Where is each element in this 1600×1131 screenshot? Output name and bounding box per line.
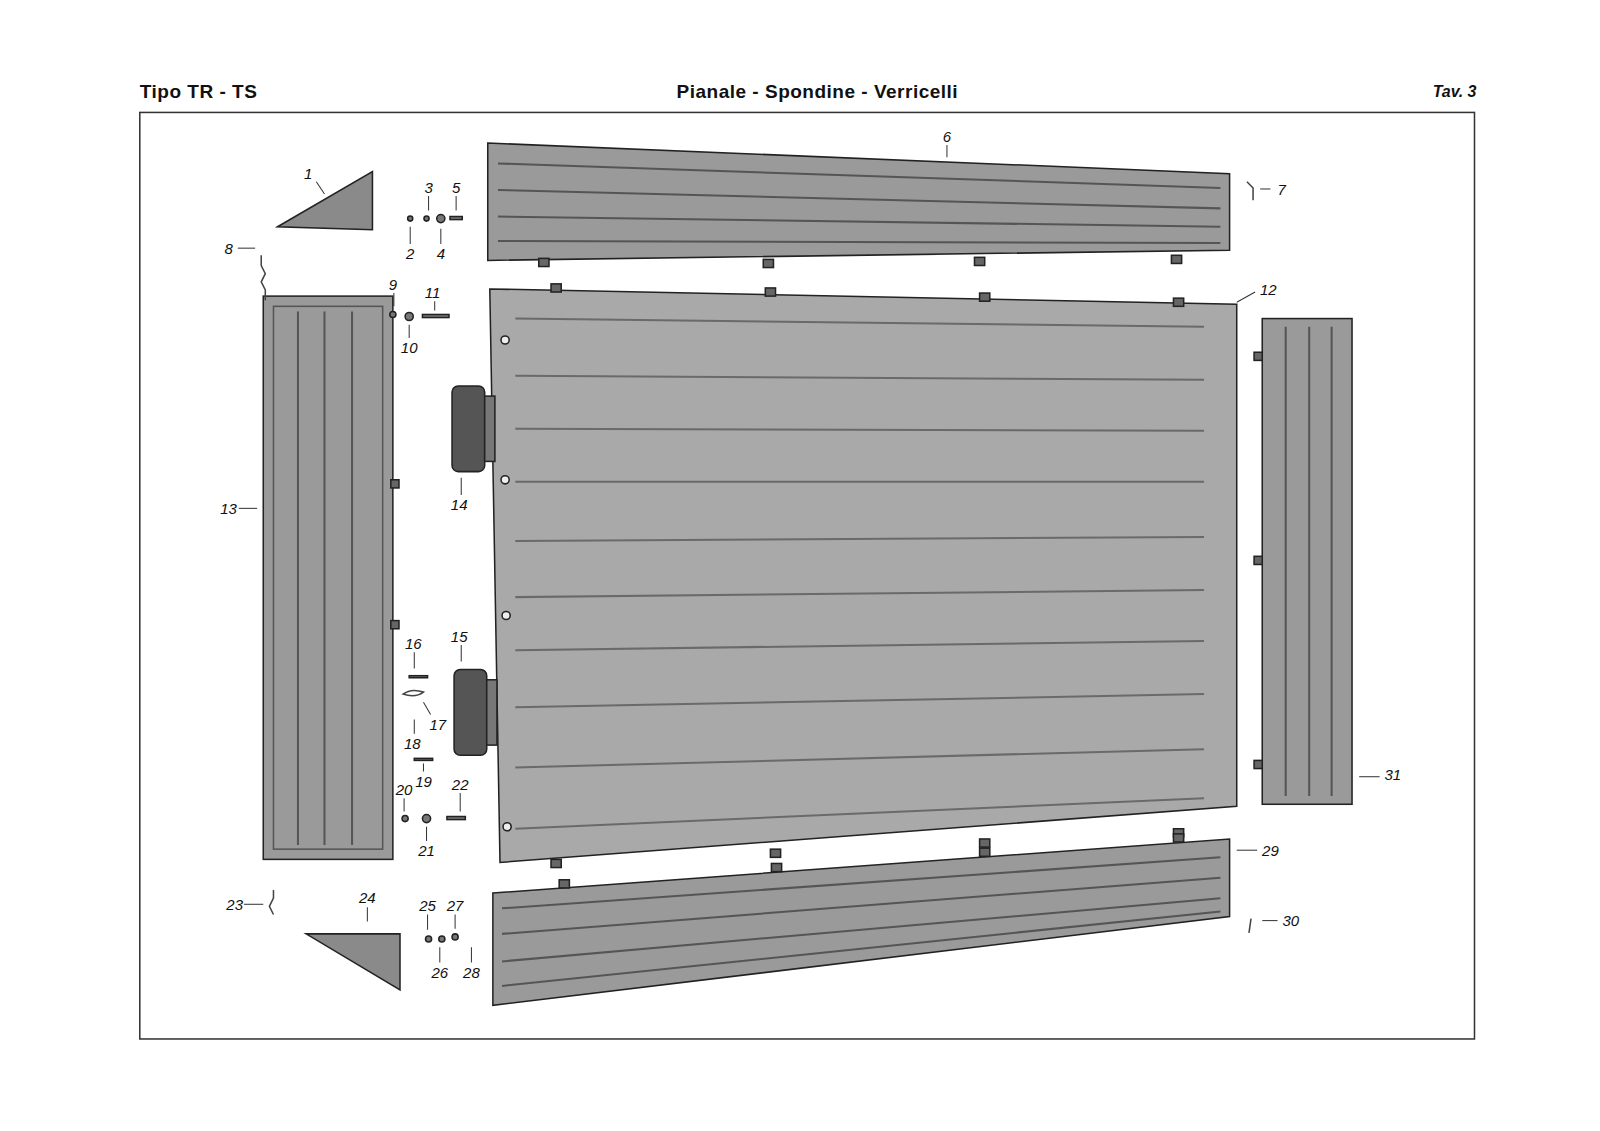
callout-number: 7 [1277,181,1285,196]
callout-number: 15 [451,628,468,643]
callout-number: 27 [447,898,464,913]
callout-number: 4 [437,246,445,261]
callout-number: 19 [415,773,432,788]
callout-number: 25 [419,898,436,913]
callout-number: 3 [424,179,432,194]
callout-number: 5 [452,179,460,194]
callout-number: 8 [224,240,232,255]
callout-number: 21 [418,843,435,858]
callout-number: 12 [1260,281,1277,296]
page-title: Pianale - Spondine - Verricelli [677,81,959,103]
callout-number: 18 [404,735,421,750]
callout-number: 1 [304,166,312,181]
callout-number: 16 [405,635,422,650]
callout-number: 31 [1385,767,1402,782]
callout-number: 9 [389,276,397,291]
callout-number: 22 [452,776,469,791]
header-text: Tipo TR - TS [140,81,258,103]
callout-number: 17 [429,717,446,732]
header-text: Tav. 3 [1433,83,1477,101]
callout-number: 20 [396,781,413,796]
callout-number: 29 [1262,843,1279,858]
callout-number: 10 [401,339,418,354]
callout-number: 11 [425,284,441,299]
callout-number: 13 [220,501,237,516]
callout-number: 23 [226,897,243,912]
callout-number: 26 [431,965,448,980]
callout-number: 6 [943,128,951,143]
callout-number: 14 [451,497,468,512]
callout-number: 30 [1282,913,1299,928]
callout-number: 28 [463,965,480,980]
callout-number: 2 [406,246,414,261]
callout-number: 24 [359,889,376,904]
